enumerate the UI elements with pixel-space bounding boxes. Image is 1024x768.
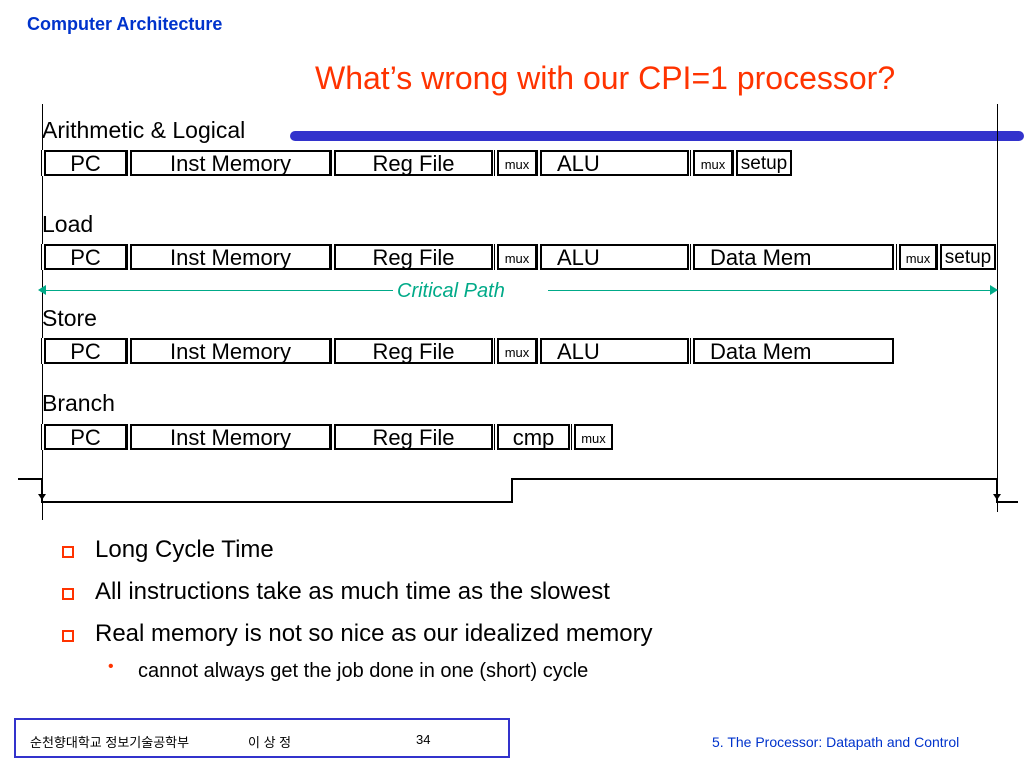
stage-pc: PC xyxy=(44,150,127,176)
row-label-load: Load xyxy=(42,211,94,237)
stage-mux: mux xyxy=(497,150,537,176)
footer-page-number: 34 xyxy=(416,732,431,747)
stage-inst-memory: Inst Memory xyxy=(130,338,331,364)
critical-path-line-left xyxy=(44,290,394,291)
stage-reg-file: Reg File xyxy=(334,338,493,364)
stage-mux: mux xyxy=(693,150,733,176)
bullet-text: Long Cycle Time xyxy=(95,536,274,563)
critical-path-label: Critical Path xyxy=(393,280,509,303)
title-accent-bar xyxy=(290,131,1024,141)
stage-inst-memory: Inst Memory xyxy=(130,150,331,176)
course-title: Computer Architecture xyxy=(27,14,223,34)
sub-bullet-text: cannot always get the job done in one (s… xyxy=(138,660,589,682)
footer-author: 이 상 정 xyxy=(248,735,292,750)
critical-path-line-right xyxy=(548,290,992,291)
footer-chapter: 5. The Processor: Datapath and Control xyxy=(712,734,960,750)
slide-title: What’s wrong with our CPI=1 processor? xyxy=(315,60,896,96)
stage-reg-file: Reg File xyxy=(334,424,493,450)
arrow-right-icon xyxy=(990,285,998,295)
stage-alu: ALU xyxy=(540,244,689,270)
cycle-start-line xyxy=(42,104,43,520)
square-bullet-icon xyxy=(62,630,74,642)
clock-waveform xyxy=(18,478,1018,503)
stage-alu: ALU xyxy=(540,150,689,176)
stage-pc: PC xyxy=(44,338,127,364)
footer-institution: 순천향대학교 정보기술공학부 xyxy=(30,735,190,750)
footer-box: 순천향대학교 정보기술공학부 이 상 정 34 xyxy=(14,718,510,758)
cycle-end-line xyxy=(997,104,998,512)
stage-mux: mux xyxy=(497,338,537,364)
arrow-left-icon xyxy=(38,285,46,295)
square-bullet-icon xyxy=(62,588,74,600)
stage-data-mem: Data Mem xyxy=(693,338,894,364)
stage-reg-file: Reg File xyxy=(334,244,493,270)
stage-inst-memory: Inst Memory xyxy=(130,424,331,450)
stage-pc: PC xyxy=(44,244,127,270)
stage-pc: PC xyxy=(44,424,127,450)
stage-mux: mux xyxy=(574,424,613,450)
stage-inst-memory: Inst Memory xyxy=(130,244,331,270)
stage-setup: setup xyxy=(940,244,996,270)
row-label-branch: Branch xyxy=(42,390,115,416)
stage-setup: setup xyxy=(736,150,792,176)
stage-mux: mux xyxy=(497,244,537,270)
stage-mux: mux xyxy=(899,244,937,270)
bullet-text: All instructions take as much time as th… xyxy=(95,578,610,605)
bullet-text: Real memory is not so nice as our ideali… xyxy=(95,620,653,647)
square-bullet-icon xyxy=(62,546,74,558)
row-label-store: Store xyxy=(42,305,97,331)
stage-reg-file: Reg File xyxy=(334,150,493,176)
stage-data-mem: Data Mem xyxy=(693,244,894,270)
dot-bullet-icon: • xyxy=(108,658,114,675)
row-label-arithmetic: Arithmetic & Logical xyxy=(42,117,246,143)
stage-alu: ALU xyxy=(540,338,689,364)
stage-cmp: cmp xyxy=(497,424,570,450)
